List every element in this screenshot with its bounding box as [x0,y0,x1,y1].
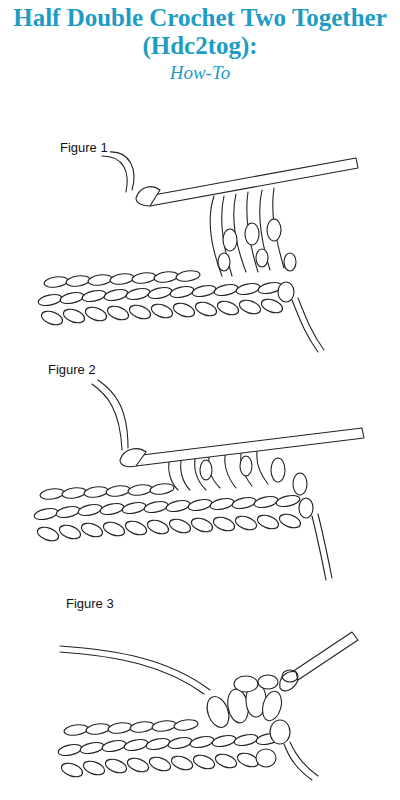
subtitle: How-To [8,62,392,84]
figure-label: Figure 1 [58,140,110,155]
figure-label: Figure 3 [64,596,116,611]
figure-1-drawing [37,152,358,352]
page-title: Half Double Crochet Two Together (Hdc2to… [8,4,392,60]
figure-2-drawing [33,380,364,580]
figure-label: Figure 2 [46,362,98,377]
figure-3-drawing [57,632,358,780]
